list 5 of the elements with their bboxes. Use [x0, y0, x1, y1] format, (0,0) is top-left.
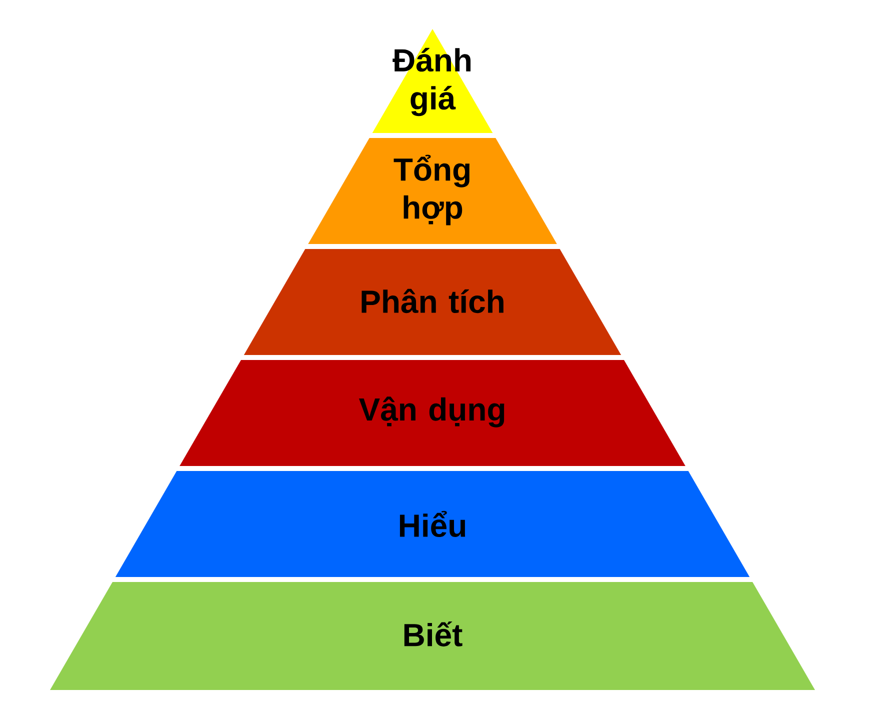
pyramid-level: Phân tích — [244, 249, 622, 355]
pyramid-level: Vận dụng — [180, 360, 686, 466]
pyramid-level: Tổng hợp — [308, 138, 557, 244]
pyramid-level: Hiểu — [115, 470, 750, 577]
pyramid-level: Biết — [50, 582, 815, 690]
